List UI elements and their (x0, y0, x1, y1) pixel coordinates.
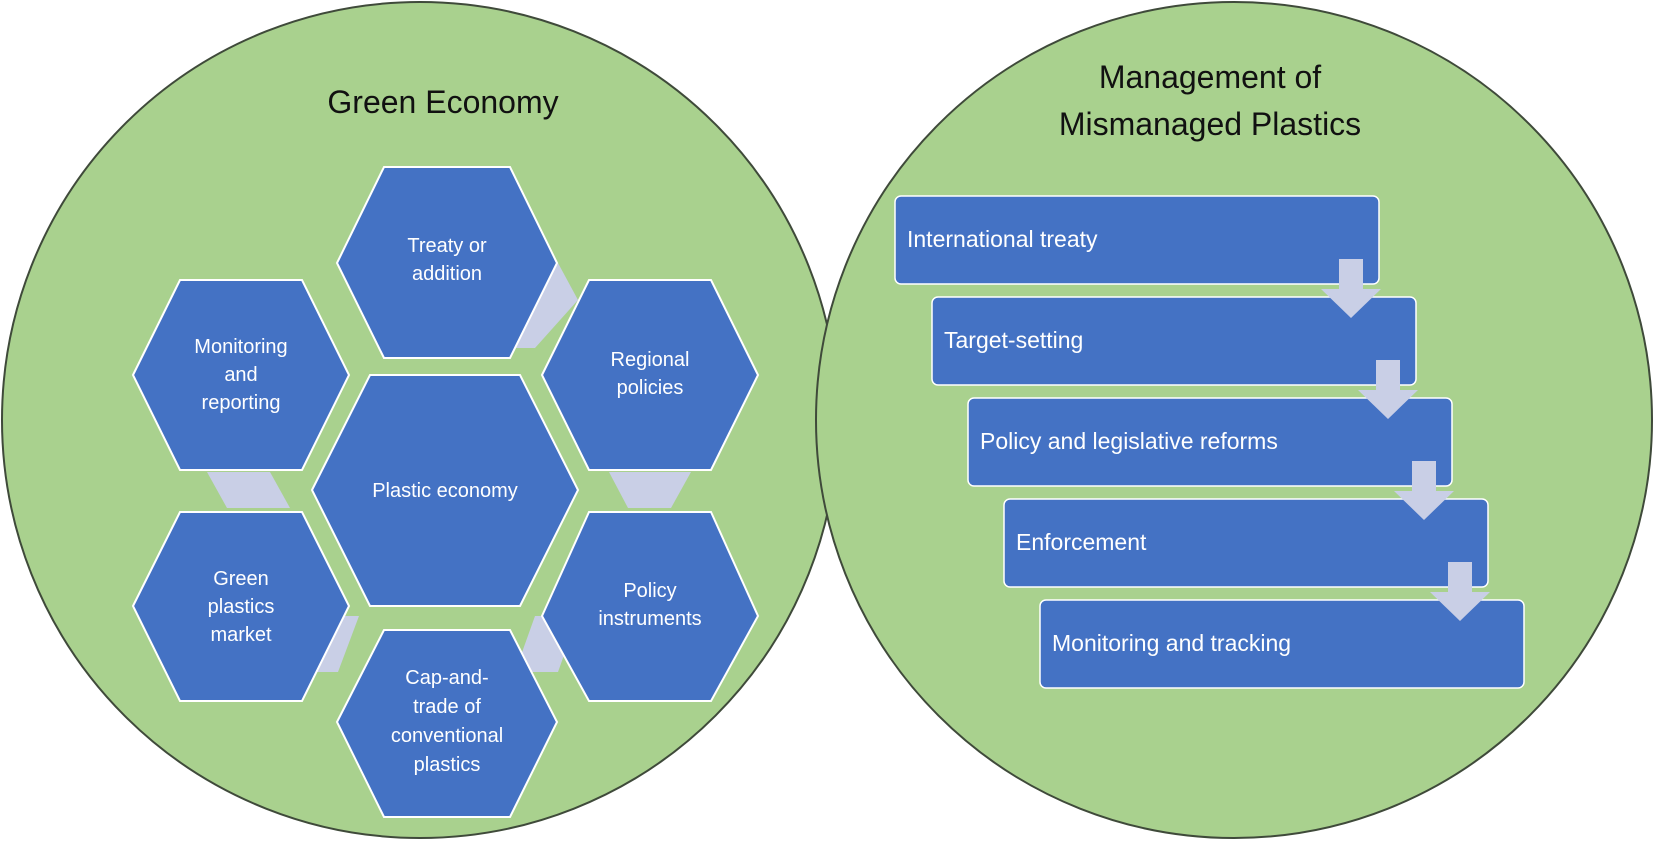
hex-shape (540, 511, 760, 702)
hex-label-line-3: market (210, 624, 272, 646)
hex-label-line-1: Regional (611, 349, 690, 371)
hex-label-line-1: Cap-and- (405, 667, 488, 689)
hex-green-plastics-market: Green plastics market (131, 511, 351, 702)
hex-plastic-economy: Plastic economy (310, 374, 580, 607)
step-enforcement: Enforcement (1003, 498, 1489, 588)
hex-shape (335, 166, 559, 359)
step-box (931, 296, 1417, 386)
step-label: International treaty (907, 226, 1098, 252)
management-title-line-2: Mismanaged Plastics (1059, 106, 1361, 142)
hex-label-line-1: Green (213, 568, 269, 590)
down-arrow-icon (1358, 360, 1418, 419)
step-monitoring-tracking: Monitoring and tracking (1039, 599, 1525, 689)
hex-shape (131, 279, 351, 471)
hex-label-line-2: instruments (598, 608, 701, 630)
hex-label-line-1: Policy (623, 580, 676, 602)
hex-label-line-2: trade of (413, 696, 481, 718)
connector-treaty-regional (510, 263, 578, 348)
down-arrow-icon (1430, 562, 1490, 621)
step-target-setting: Target-setting (931, 296, 1417, 386)
hex-label-line-2: and (224, 364, 257, 386)
step-policy-reforms: Policy and legislative reforms (967, 397, 1453, 487)
step-label: Target-setting (944, 327, 1083, 353)
hex-label-line-3: reporting (202, 392, 281, 414)
step-label: Enforcement (1016, 529, 1147, 555)
green-economy-title: Green Economy (327, 84, 558, 120)
connector-monitoring-market (207, 472, 290, 508)
management-title-line-1: Management of (1099, 59, 1321, 95)
green-economy-section: Green Economy Treaty or addition Regiona… (1, 1, 839, 839)
hex-shape (310, 374, 580, 607)
hex-label-line-4: plastics (414, 754, 481, 776)
hex-policy-instruments: Policy instruments (540, 511, 760, 702)
hex-label-line-3: conventional (391, 725, 503, 747)
hex-cap-and-trade: Cap-and- trade of conventional plastics (335, 629, 559, 818)
step-label: Policy and legislative reforms (980, 428, 1278, 454)
step-box (967, 397, 1453, 487)
hex-label-line-1: Monitoring (194, 336, 287, 358)
connector-regional-instruments (609, 472, 691, 508)
hex-label-line-1: Plastic economy (372, 480, 518, 502)
hex-shape (540, 279, 760, 471)
hex-treaty: Treaty or addition (335, 166, 559, 359)
step-box (1003, 498, 1489, 588)
hex-regional-policies: Regional policies (540, 279, 760, 471)
hex-monitoring-reporting: Monitoring and reporting (131, 279, 351, 471)
step-label: Monitoring and tracking (1052, 630, 1291, 656)
management-section: Management of Mismanaged Plastics Intern… (815, 1, 1653, 839)
hex-label-line-2: plastics (208, 596, 275, 618)
hex-shape (335, 629, 559, 818)
hex-shape (131, 511, 351, 702)
step-box (1039, 599, 1525, 689)
down-arrow-icon (1321, 259, 1381, 318)
down-arrow-icon (1394, 461, 1454, 520)
hex-label-line-2: policies (617, 377, 684, 399)
step-international-treaty: International treaty (894, 195, 1380, 285)
hex-label-line-2: addition (412, 263, 482, 285)
step-box (894, 195, 1380, 285)
hex-label-line-1: Treaty or (407, 235, 487, 257)
